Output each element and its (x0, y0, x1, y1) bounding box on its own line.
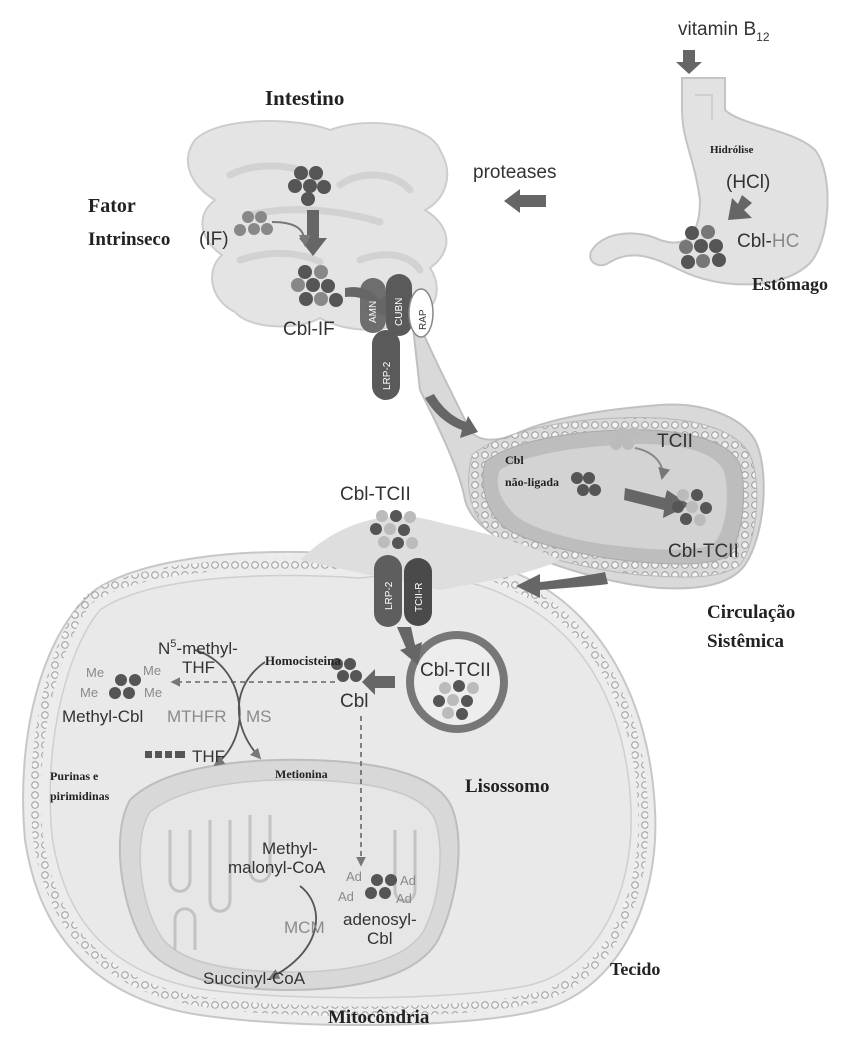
thf-label: THF (192, 747, 225, 766)
lisossomo-label: Lisossomo (465, 776, 549, 797)
circulacao-label-2: Sistêmica (707, 631, 785, 652)
stomach (590, 78, 827, 284)
hcl-label: (HCl) (726, 172, 770, 193)
cbl-free-label-1: Cbl (505, 453, 524, 467)
ad-label-1: Ad (346, 869, 362, 884)
if-label: (IF) (199, 229, 229, 250)
fator-label-1: Fator (88, 195, 136, 217)
tcii-label: TCII (657, 431, 693, 452)
cbl-cell-label: Cbl (340, 691, 369, 712)
rap-label: RAP (418, 309, 429, 330)
n5-methyl-label: N5-methyl- (158, 638, 238, 658)
cbl-if-label: Cbl-IF (283, 319, 335, 340)
vitamin-label: vitamin B12 (678, 19, 770, 44)
purinas-label-2: pirimidinas (50, 789, 110, 803)
me-label-2: Me (143, 663, 161, 678)
me-label-3: Me (80, 685, 98, 700)
methyl-cbl-label: Methyl-Cbl (62, 707, 143, 726)
fator-label-2: Intrinseco (88, 229, 170, 250)
ad-label-2: Ad (400, 873, 416, 888)
intestino-label: Intestino (265, 86, 344, 110)
arrow-vitamin-in (676, 50, 702, 74)
purine-arrow (145, 751, 185, 758)
cubn-label: CUBN (394, 298, 405, 326)
ms-label: MS (246, 707, 272, 726)
adenosyl-label-1: adenosyl- (343, 910, 417, 929)
circulacao-label-1: Circulação (707, 602, 795, 623)
tecido-label: Tecido (610, 959, 660, 979)
mitocondria-label: Mitocôndria (328, 1007, 430, 1028)
homocisteina-label: Homocisteina (265, 653, 341, 668)
estomago-label: Estômago (752, 274, 828, 294)
lrp2-cell-label: LRP-2 (384, 581, 395, 610)
cbl-tcii-lys-label: Cbl-TCII (420, 660, 491, 681)
ad-label-4: Ad (396, 891, 412, 906)
amn-label: AMN (368, 301, 379, 323)
lrp2-top-label: LRP-2 (382, 361, 393, 390)
mcm-label: MCM (284, 918, 325, 937)
cbl-free-label-2: não-ligada (505, 475, 559, 489)
me-label-1: Me (86, 665, 104, 680)
thf-top-label: THF (182, 658, 215, 677)
proteases-label: proteases (473, 162, 556, 183)
adenosyl-label-2: Cbl (367, 929, 393, 948)
arrow-proteases (504, 189, 546, 213)
cbl-tcii-top-label: Cbl-TCII (340, 484, 411, 505)
ad-label-3: Ad (338, 889, 354, 904)
me-label-4: Me (144, 685, 162, 700)
cbl-hc-label: Cbl-HC (737, 231, 799, 252)
succinyl-label: Succinyl-CoA (203, 969, 306, 988)
hidrolise-label: Hidrólise (710, 144, 754, 156)
tcii-r-label: TCII-R (414, 583, 425, 612)
mthfr-label: MTHFR (167, 707, 226, 726)
metionina-label: Metionina (275, 767, 328, 781)
methyl-malonyl-label-2: malonyl-CoA (228, 858, 326, 877)
purinas-label-1: Purinas e (50, 769, 99, 783)
methyl-malonyl-label-1: Methyl- (262, 839, 318, 858)
cbl-tcii-vessel-label: Cbl-TCII (668, 541, 739, 562)
